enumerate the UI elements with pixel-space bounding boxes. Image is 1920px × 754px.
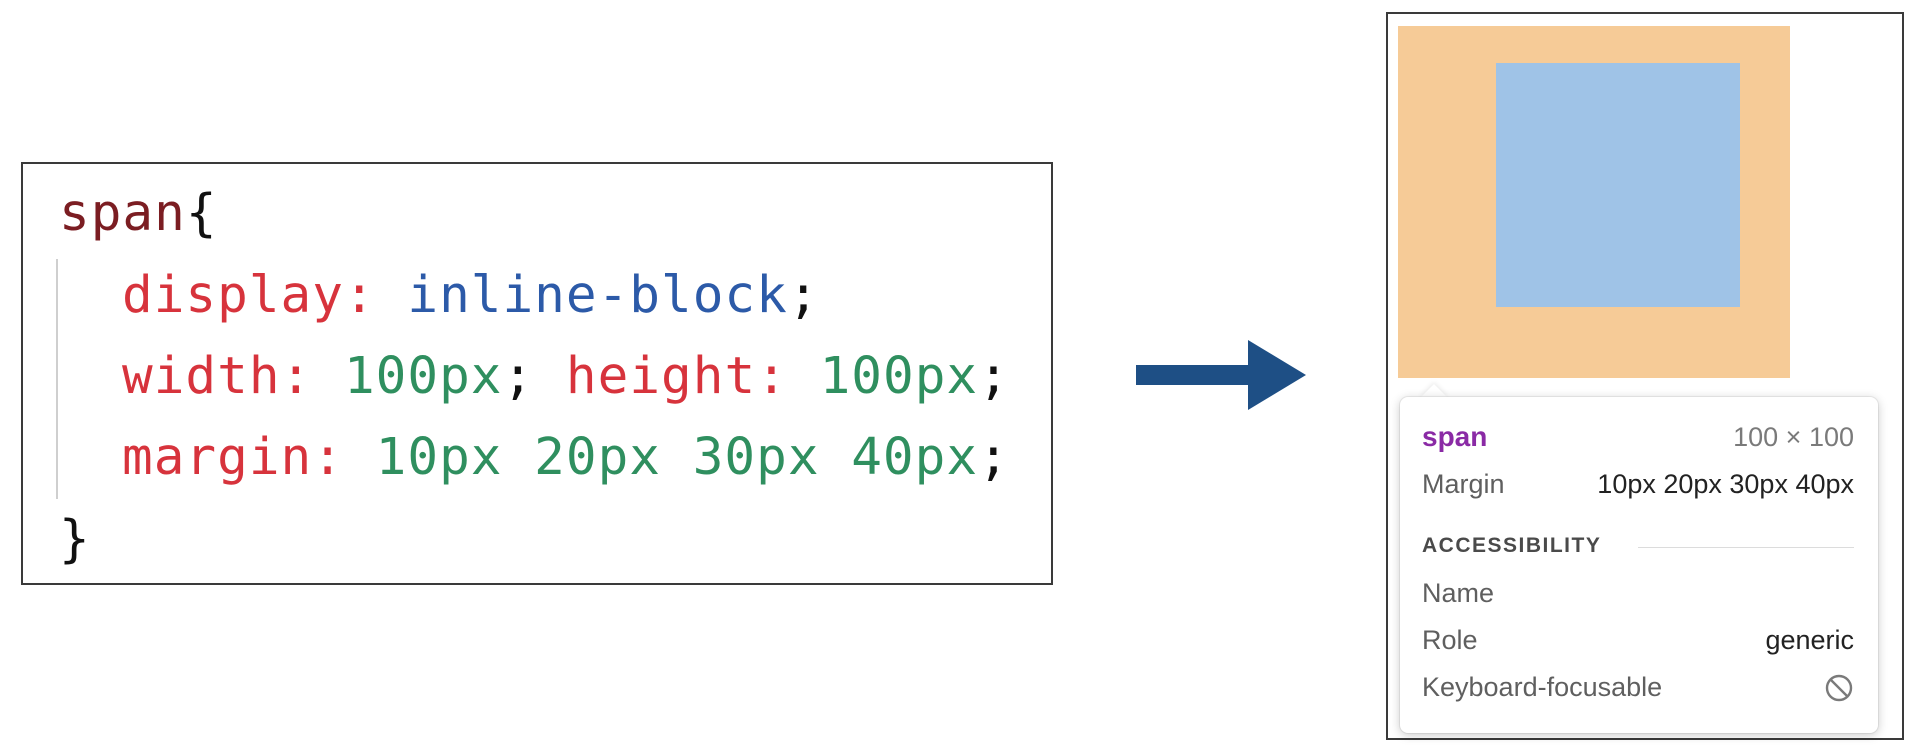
property-display: display: xyxy=(122,266,376,325)
name-label: Name xyxy=(1422,578,1495,608)
code-line-display: display: inline-block; xyxy=(122,266,820,326)
tooltip-focusable-row: Keyboard-focusable xyxy=(1422,669,1854,705)
semicolon: ; xyxy=(502,347,535,406)
margin-value: 10px 20px 30px 40px xyxy=(1597,469,1854,499)
content-box-highlight xyxy=(1496,63,1740,307)
code-line-selector: span{ xyxy=(59,184,218,244)
section-divider xyxy=(1638,547,1854,548)
indent-guide xyxy=(56,259,58,499)
value-width: 100px xyxy=(343,347,503,406)
property-margin: margin: xyxy=(122,428,344,487)
semicolon: ; xyxy=(787,266,820,325)
margin-box-highlight xyxy=(1398,26,1790,378)
inspect-preview-frame: span 100 × 100 Margin 10px 20px 30px 40p… xyxy=(1386,12,1904,740)
tooltip-name-row: Name xyxy=(1422,575,1854,611)
tooltip-header-row: span 100 × 100 xyxy=(1422,419,1854,455)
element-dimensions: 100 × 100 xyxy=(1733,422,1854,452)
role-label: Role xyxy=(1422,625,1478,655)
element-tag: span xyxy=(1422,421,1488,452)
element-inspect-tooltip: span 100 × 100 Margin 10px 20px 30px 40p… xyxy=(1400,397,1878,733)
code-line-size: width: 100px; height: 100px; xyxy=(122,347,1010,407)
margin-label: Margin xyxy=(1422,469,1505,499)
value-margin: 10px 20px 30px 40px xyxy=(375,428,979,487)
property-width: width: xyxy=(122,347,313,406)
css-code-panel: span{ display: inline-block; width: 100p… xyxy=(21,162,1053,585)
not-allowed-icon xyxy=(1825,674,1853,702)
accessibility-title: ACCESSIBILITY xyxy=(1422,534,1602,557)
value-height: 100px xyxy=(819,347,979,406)
accessibility-section-header: ACCESSIBILITY xyxy=(1422,528,1854,564)
code-line-close: } xyxy=(59,510,91,570)
tooltip-margin-row: Margin 10px 20px 30px 40px xyxy=(1422,466,1854,502)
semicolon: ; xyxy=(978,428,1010,487)
tooltip-caret xyxy=(1420,384,1448,398)
property-height: height: xyxy=(565,347,788,406)
css-selector: span xyxy=(59,184,186,243)
open-brace: { xyxy=(185,184,218,243)
right-arrow-icon xyxy=(1136,340,1306,410)
close-brace: } xyxy=(59,510,91,569)
role-value: generic xyxy=(1765,625,1854,655)
semicolon: ; xyxy=(978,347,1010,406)
value-display: inline-block xyxy=(407,266,788,325)
focusable-label: Keyboard-focusable xyxy=(1422,672,1663,702)
code-line-margin: margin: 10px 20px 30px 40px; xyxy=(122,428,1010,488)
tooltip-role-row: Role generic xyxy=(1422,622,1854,658)
